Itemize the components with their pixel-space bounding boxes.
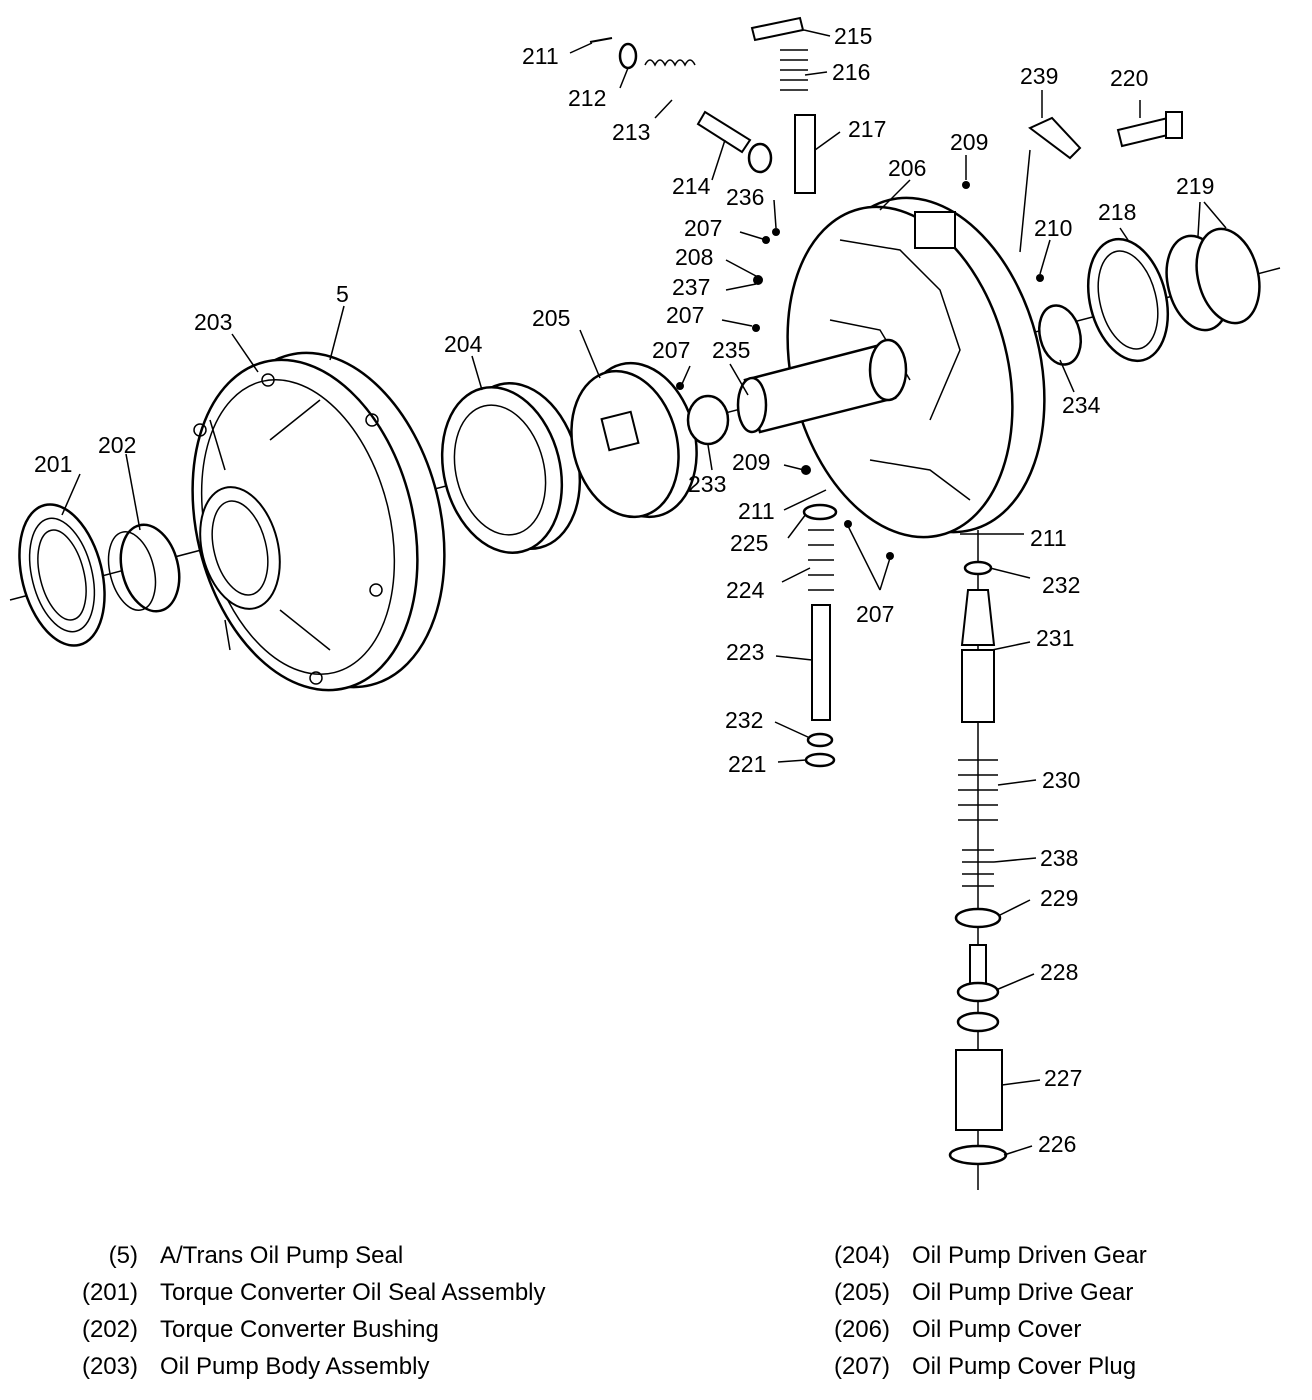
callout-205: 205 [532, 305, 570, 331]
callout-207-a: 207 [684, 215, 722, 241]
callout-207-c: 207 [652, 337, 690, 363]
legend-name: Oil Pump Driven Gear [912, 1242, 1147, 1269]
callout-206: 206 [888, 155, 926, 181]
part-218-washer [1086, 237, 1170, 363]
part-201-oil-seal [18, 503, 106, 647]
legend-code: (205) [833, 1279, 890, 1306]
part-203-pump-body [191, 351, 446, 692]
part-202-bushing [107, 523, 181, 613]
part-233-bushing [686, 394, 730, 446]
callout-231: 231 [1036, 625, 1074, 651]
legend-code: (201) [81, 1279, 138, 1306]
part-205-drive-gear [570, 361, 698, 519]
parts-legend: (5) A/Trans Oil Pump Seal (201) Torque C… [0, 1232, 1312, 1392]
callout-214: 214 [672, 173, 711, 199]
callout-201: 201 [34, 451, 72, 477]
callout-219: 219 [1176, 173, 1214, 199]
callout-211-b: 211 [738, 498, 775, 524]
part-220-bolt [1116, 111, 1183, 148]
legend-name: Oil Pump Cover Plug [912, 1353, 1137, 1380]
legend-code: (204) [833, 1242, 890, 1269]
legend-code: (203) [81, 1353, 138, 1380]
callout-223: 223 [726, 639, 764, 665]
callout-220: 220 [1110, 65, 1148, 91]
callout-209-b: 209 [732, 449, 770, 475]
callout-211-c: 211 [1030, 525, 1067, 551]
part-219-seal-rings [1165, 227, 1261, 332]
callout-235: 235 [712, 337, 750, 363]
part-212-214-valve-train [589, 37, 773, 174]
callout-207-b: 207 [666, 302, 704, 328]
callout-218: 218 [1098, 199, 1136, 225]
callout-228: 228 [1040, 959, 1078, 985]
callout-225: 225 [730, 530, 768, 556]
legend-name: Torque Converter Oil Seal Assembly [160, 1279, 546, 1306]
callout-213: 213 [612, 119, 650, 145]
callout-207-d: 207 [856, 601, 894, 627]
part-215-217-valve [750, 16, 816, 194]
part-234-bushing [1038, 304, 1082, 366]
callout-230: 230 [1042, 767, 1080, 793]
part-239-clip [1028, 116, 1082, 160]
callout-224: 224 [726, 577, 765, 603]
legend-name: Oil Pump Cover [912, 1316, 1082, 1343]
legend-code: (206) [833, 1316, 890, 1343]
callout-237: 237 [672, 274, 710, 300]
callout-226: 226 [1038, 1131, 1076, 1157]
legend-code: (5) [108, 1242, 138, 1269]
part-204-driven-gear [440, 382, 582, 554]
callout-210: 210 [1034, 215, 1072, 241]
callout-215: 215 [834, 23, 872, 49]
exploded-parts-diagram: 201 202 203 5 204 205 206 207 207 207 20… [9, 16, 1281, 1190]
callout-204: 204 [444, 331, 483, 357]
small-plugs [676, 181, 1044, 560]
callout-208: 208 [675, 244, 713, 270]
part-226-232-valve-stack [948, 530, 1008, 1190]
callout-239: 239 [1020, 63, 1058, 89]
callout-209-a: 209 [950, 129, 988, 155]
callout-233: 233 [688, 471, 726, 497]
callout-236: 236 [726, 184, 764, 210]
callout-217: 217 [848, 116, 886, 142]
legend-code: (202) [81, 1316, 138, 1343]
callout-212: 212 [568, 85, 606, 111]
callout-202: 202 [98, 432, 136, 458]
legend-name: Torque Converter Bushing [160, 1316, 439, 1343]
legend-name: Oil Pump Drive Gear [912, 1279, 1134, 1306]
legend-name: A/Trans Oil Pump Seal [160, 1242, 404, 1269]
callout-227: 227 [1044, 1065, 1082, 1091]
callout-229: 229 [1040, 885, 1078, 911]
callout-216: 216 [832, 59, 870, 85]
part-221-225-valve-stack [802, 503, 838, 768]
legend-name: Oil Pump Body Assembly [160, 1353, 430, 1380]
callout-211-a: 211 [522, 43, 559, 69]
callout-203: 203 [194, 309, 232, 335]
leader-lines [61, 29, 1227, 1156]
callout-238: 238 [1040, 845, 1078, 871]
part-235-stator-shaft [736, 338, 908, 434]
callout-234: 234 [1062, 392, 1101, 418]
callout-232-a: 232 [1042, 572, 1080, 598]
callout-5: 5 [336, 281, 349, 307]
callout-232-b: 232 [725, 707, 763, 733]
callout-221: 221 [728, 751, 766, 777]
legend-code: (207) [833, 1353, 890, 1380]
callout-labels: 201 202 203 5 204 205 206 207 207 207 20… [34, 23, 1214, 1157]
